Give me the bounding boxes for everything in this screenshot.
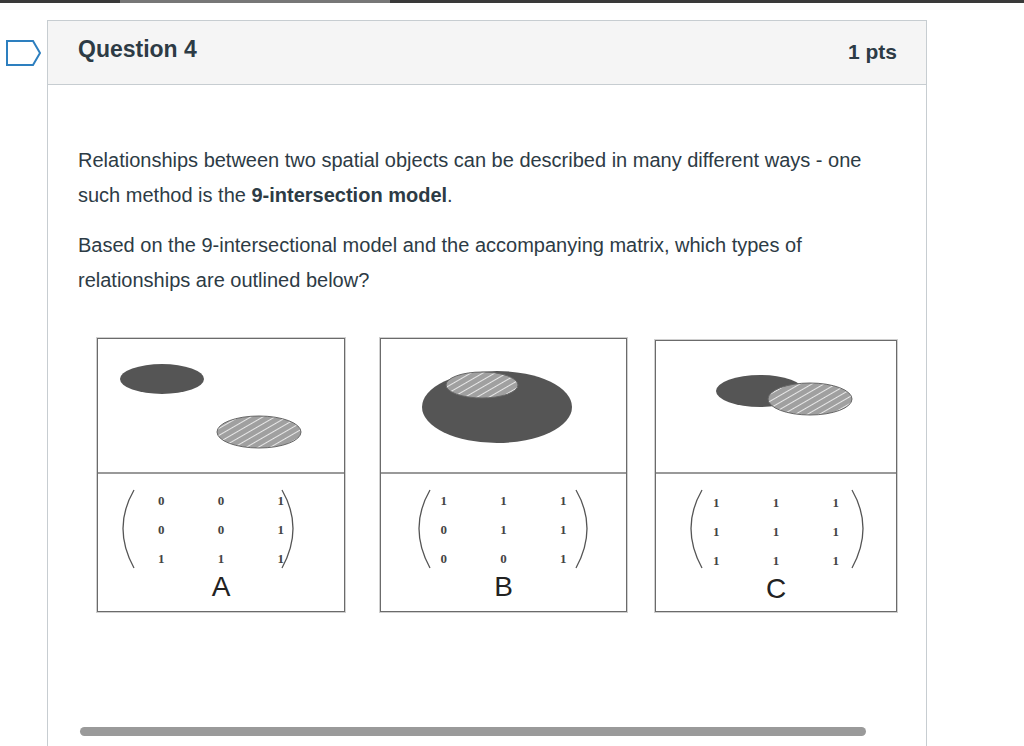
panel-letter: A — [98, 571, 344, 603]
panel-letter: C — [656, 573, 896, 605]
panel-letter: B — [381, 571, 626, 603]
question-card — [48, 21, 927, 746]
prompt-text: Based on the 9-intersectional model and … — [78, 234, 802, 291]
region-ellipse — [120, 364, 204, 394]
prompt-emphasis: 9-intersection model — [251, 184, 447, 206]
points-label: 1 pts — [848, 40, 897, 64]
hatched-ellipse — [768, 383, 852, 415]
matrix-row: 1 1 1 — [656, 522, 896, 542]
top-bar — [0, 0, 1024, 3]
question-paragraph: Based on the 9-intersectional model and … — [78, 228, 900, 298]
matrix-row: 0 0 1 — [381, 549, 626, 569]
question-title: Question 4 — [78, 36, 197, 63]
scroll-bar — [80, 727, 866, 736]
relation-panel: 1 1 11 1 11 1 1C — [655, 340, 897, 612]
region-ellipse — [422, 371, 572, 443]
prompt-text: . — [447, 184, 453, 206]
hatched-ellipse — [446, 372, 518, 398]
panel-divider — [656, 472, 897, 474]
relation-panel: 0 0 1 0 0 1 1 1 1A — [97, 338, 345, 612]
panel-divider — [98, 472, 345, 474]
card-header — [48, 21, 926, 84]
matrix-row: 0 0 1 — [98, 491, 344, 511]
hatched-ellipse — [217, 416, 301, 448]
top-bar-tab — [120, 0, 390, 3]
relation-panel: 1 1 1 0 1 1 0 0 1B — [380, 338, 627, 612]
matrix-row: 1 1 1 — [656, 493, 896, 513]
matrix-row: 1 1 1 — [98, 549, 344, 569]
header-rule — [48, 84, 926, 85]
matrix-row: 1 1 1 — [656, 551, 896, 571]
question-paragraph: Relationships between two spatial object… — [78, 143, 900, 213]
panel-divider — [381, 472, 627, 474]
prompt-text: Relationships between two spatial object… — [78, 149, 861, 206]
bookmark-icon — [7, 41, 40, 65]
matrix-row: 1 1 1 — [381, 491, 626, 511]
matrix-row: 0 1 1 — [381, 520, 626, 540]
matrix-row: 0 0 1 — [98, 520, 344, 540]
